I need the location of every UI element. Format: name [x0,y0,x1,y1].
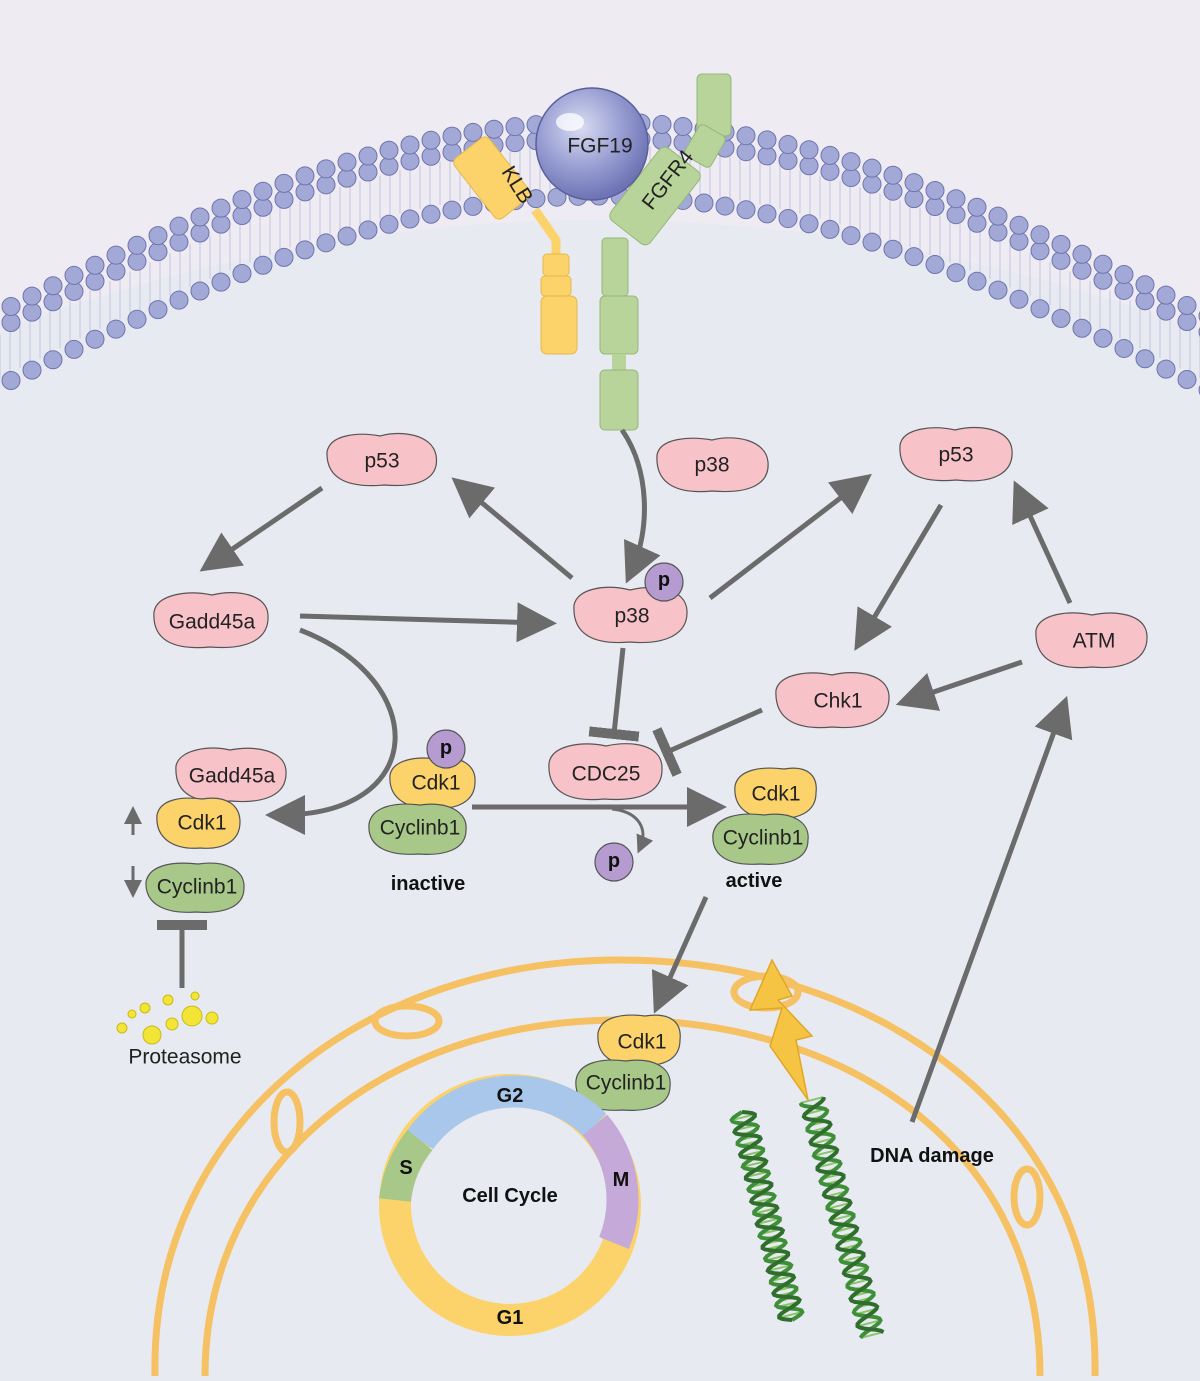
fgf19-label: FGF19 [567,135,632,158]
p38-phospho-label: p [658,569,670,591]
cell-cycle-title: Cell Cycle [462,1185,558,1207]
degradation-gadd45a-label: Gadd45a [189,765,276,788]
phase-s-label: S [399,1157,412,1179]
phase-g1-label: G1 [497,1307,524,1329]
cdc25: CDC25 [549,744,662,800]
degradation-cyclinb1-label: Cyclinb1 [157,876,238,899]
degradation-cdk1-label: Cdk1 [177,812,226,835]
gadd45a-left: Gadd45a [154,593,268,648]
gadd45a-left-label: Gadd45a [169,611,256,634]
fgf19-ligand: FGF19 [536,88,648,200]
p53-left: p53 [327,433,437,485]
nuclear-cdk1-label: Cdk1 [617,1031,666,1054]
inactive-state-label: inactive [391,873,465,895]
p53-left-label: p53 [364,450,399,473]
p53-right: p53 [900,427,1012,480]
nuclear-cyclinb1-label: Cyclinb1 [586,1072,667,1095]
atm: ATM [1036,613,1147,668]
active-state-label: active [726,870,783,892]
dna-damage-label: DNA damage [870,1145,994,1167]
p38-top-label: p38 [694,454,729,477]
phase-m-label: M [613,1169,630,1191]
inactive-phospho-label: p [440,737,452,759]
cdc25-label: CDC25 [572,763,641,786]
inactive-cyclinb1-label: Cyclinb1 [380,817,461,840]
p53-right-label: p53 [938,444,973,467]
released-phospho-label: p [608,850,620,872]
active-cdk1-label: Cdk1 [751,783,800,806]
phase-g2-label: G2 [497,1085,524,1107]
atm-label: ATM [1073,630,1116,653]
proteasome-label: Proteasome [128,1046,241,1069]
p38-center-label: p38 [614,605,649,628]
released-phosphate: p [595,843,633,881]
p38-top: p38 [657,438,768,492]
inactive-cdk1-label: Cdk1 [411,772,460,795]
chk1-label: Chk1 [813,690,862,713]
chk1: Chk1 [776,673,889,728]
active-cyclinb1-label: Cyclinb1 [723,827,804,850]
